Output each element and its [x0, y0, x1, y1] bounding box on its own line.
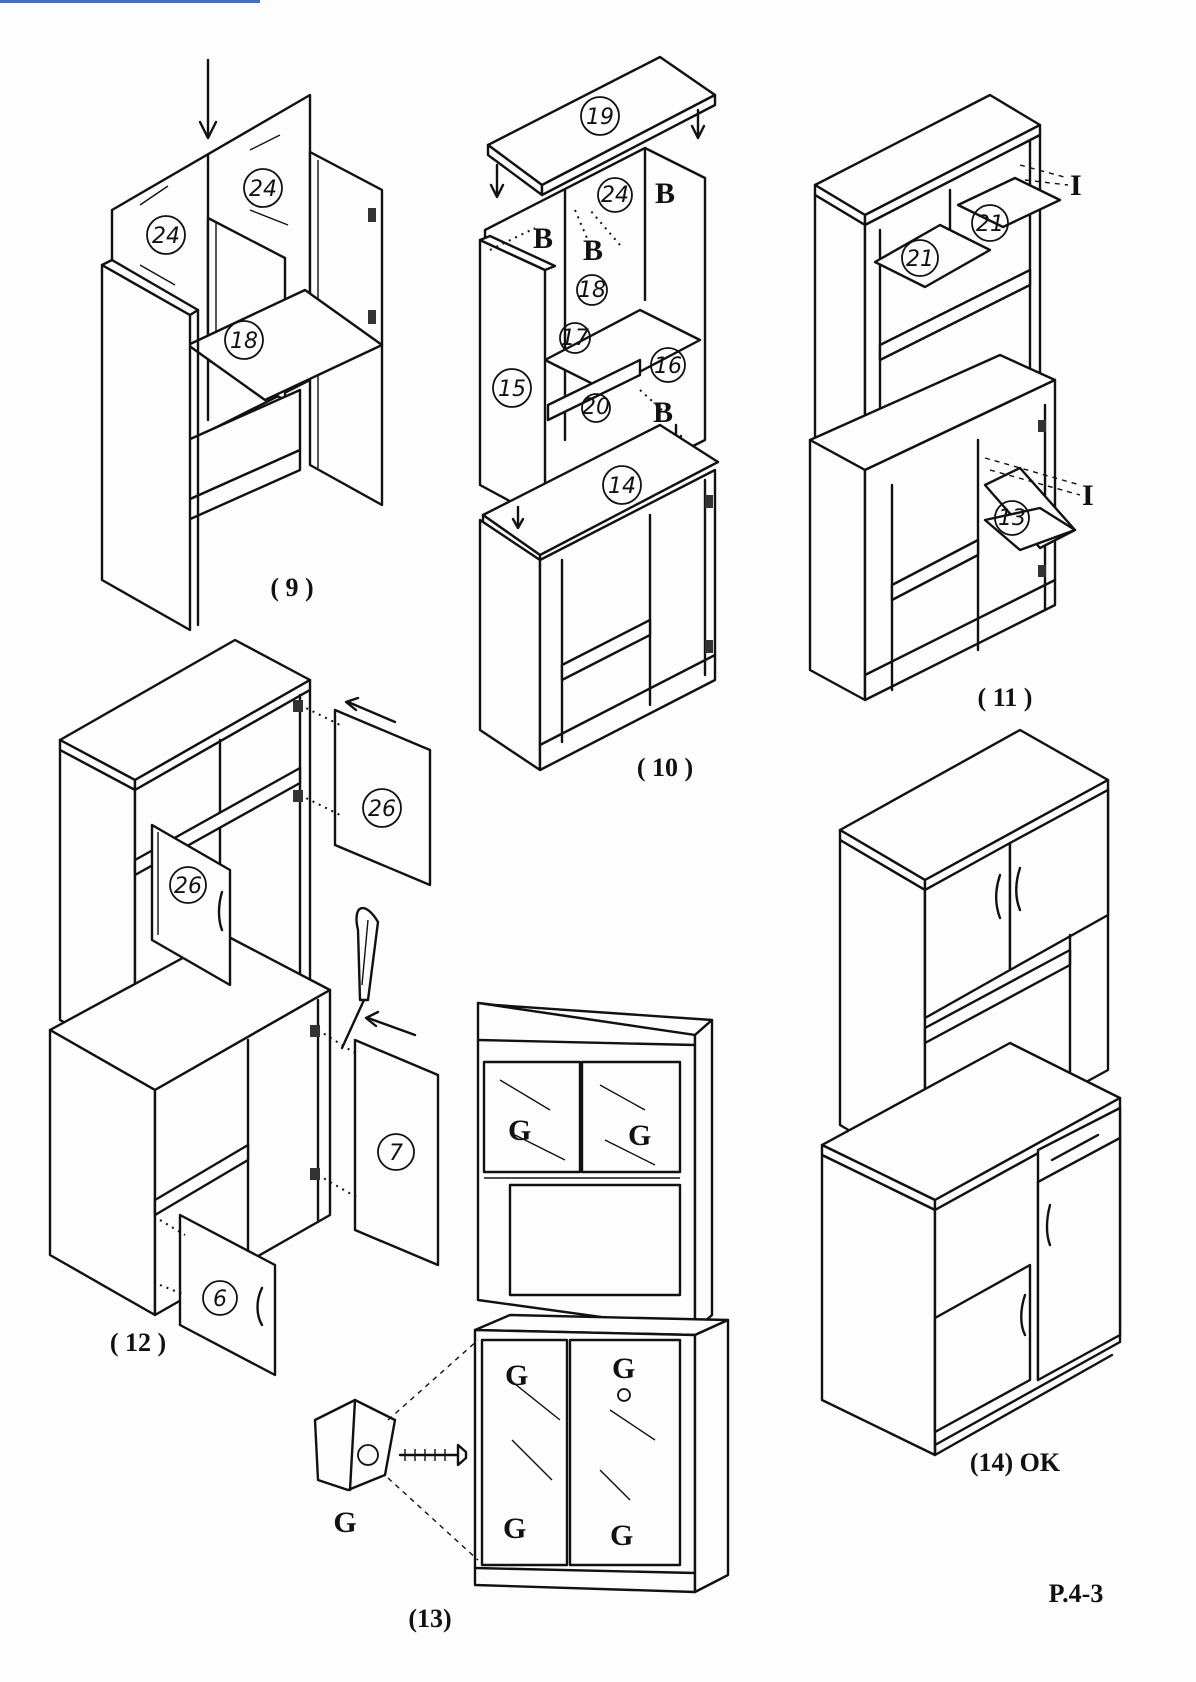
- step-12-figure: 26 26 7 6: [48, 638, 440, 1377]
- step-caption-9: ( 9 ): [270, 573, 313, 602]
- part-label-14: 14: [608, 474, 636, 499]
- step-14-figure: [820, 728, 1122, 1457]
- part-label-24b: 24: [249, 177, 277, 202]
- part-label-21a: 21: [906, 247, 934, 272]
- part-label-18: 18: [230, 329, 258, 354]
- hardware-label-I2: I: [1082, 479, 1094, 512]
- hardware-label-G6: G: [610, 1519, 633, 1552]
- part-label-16: 16: [654, 354, 682, 379]
- part-label-21b: 21: [976, 212, 1004, 237]
- part-label-26a: 26: [174, 874, 202, 899]
- step-13-figure: G G G G G G G: [313, 1001, 730, 1594]
- part-label-20: 20: [582, 395, 610, 420]
- hardware-label-G5: G: [503, 1512, 526, 1545]
- page-number: P.4-3: [1049, 1579, 1104, 1608]
- hardware-label-B2: B: [583, 234, 603, 267]
- part-label-6: 6: [213, 1287, 227, 1312]
- part-label-13: 13: [998, 506, 1026, 531]
- step-caption-10: ( 10 ): [637, 753, 693, 782]
- part-label-15: 15: [498, 377, 526, 402]
- part-label-7: 7: [389, 1141, 403, 1166]
- hardware-label-G1: G: [508, 1114, 531, 1147]
- hardware-label-G3: G: [505, 1359, 528, 1392]
- part-label-19: 19: [586, 105, 614, 130]
- hardware-label-G4: G: [612, 1352, 635, 1385]
- step-caption-14: (14) OK: [970, 1448, 1061, 1477]
- hardware-label-I1: I: [1070, 169, 1082, 202]
- step-9-figure: 24 24 18: [100, 58, 384, 632]
- part-label-24: 24: [601, 183, 629, 208]
- hardware-label-G2: G: [628, 1119, 651, 1152]
- hardware-label-G-callout: G: [333, 1506, 356, 1539]
- part-label-17: 17: [561, 326, 589, 351]
- step-caption-11: ( 11 ): [978, 683, 1033, 712]
- step-11-figure: 21 21 I 13 I: [808, 93, 1094, 702]
- step-caption-12: ( 12 ): [110, 1328, 166, 1357]
- step-caption-13: (13): [408, 1604, 451, 1633]
- hardware-label-B1: B: [533, 222, 553, 255]
- part-label-26b: 26: [368, 797, 396, 822]
- top-edge-line: [0, 0, 260, 3]
- hardware-label-B4: B: [653, 396, 673, 429]
- part-label-18: 18: [578, 278, 606, 303]
- hardware-label-B3: B: [655, 177, 675, 210]
- part-label-24a: 24: [152, 224, 180, 249]
- step-10-figure: 19 17 16 20 24 18 15 B B B: [478, 55, 720, 772]
